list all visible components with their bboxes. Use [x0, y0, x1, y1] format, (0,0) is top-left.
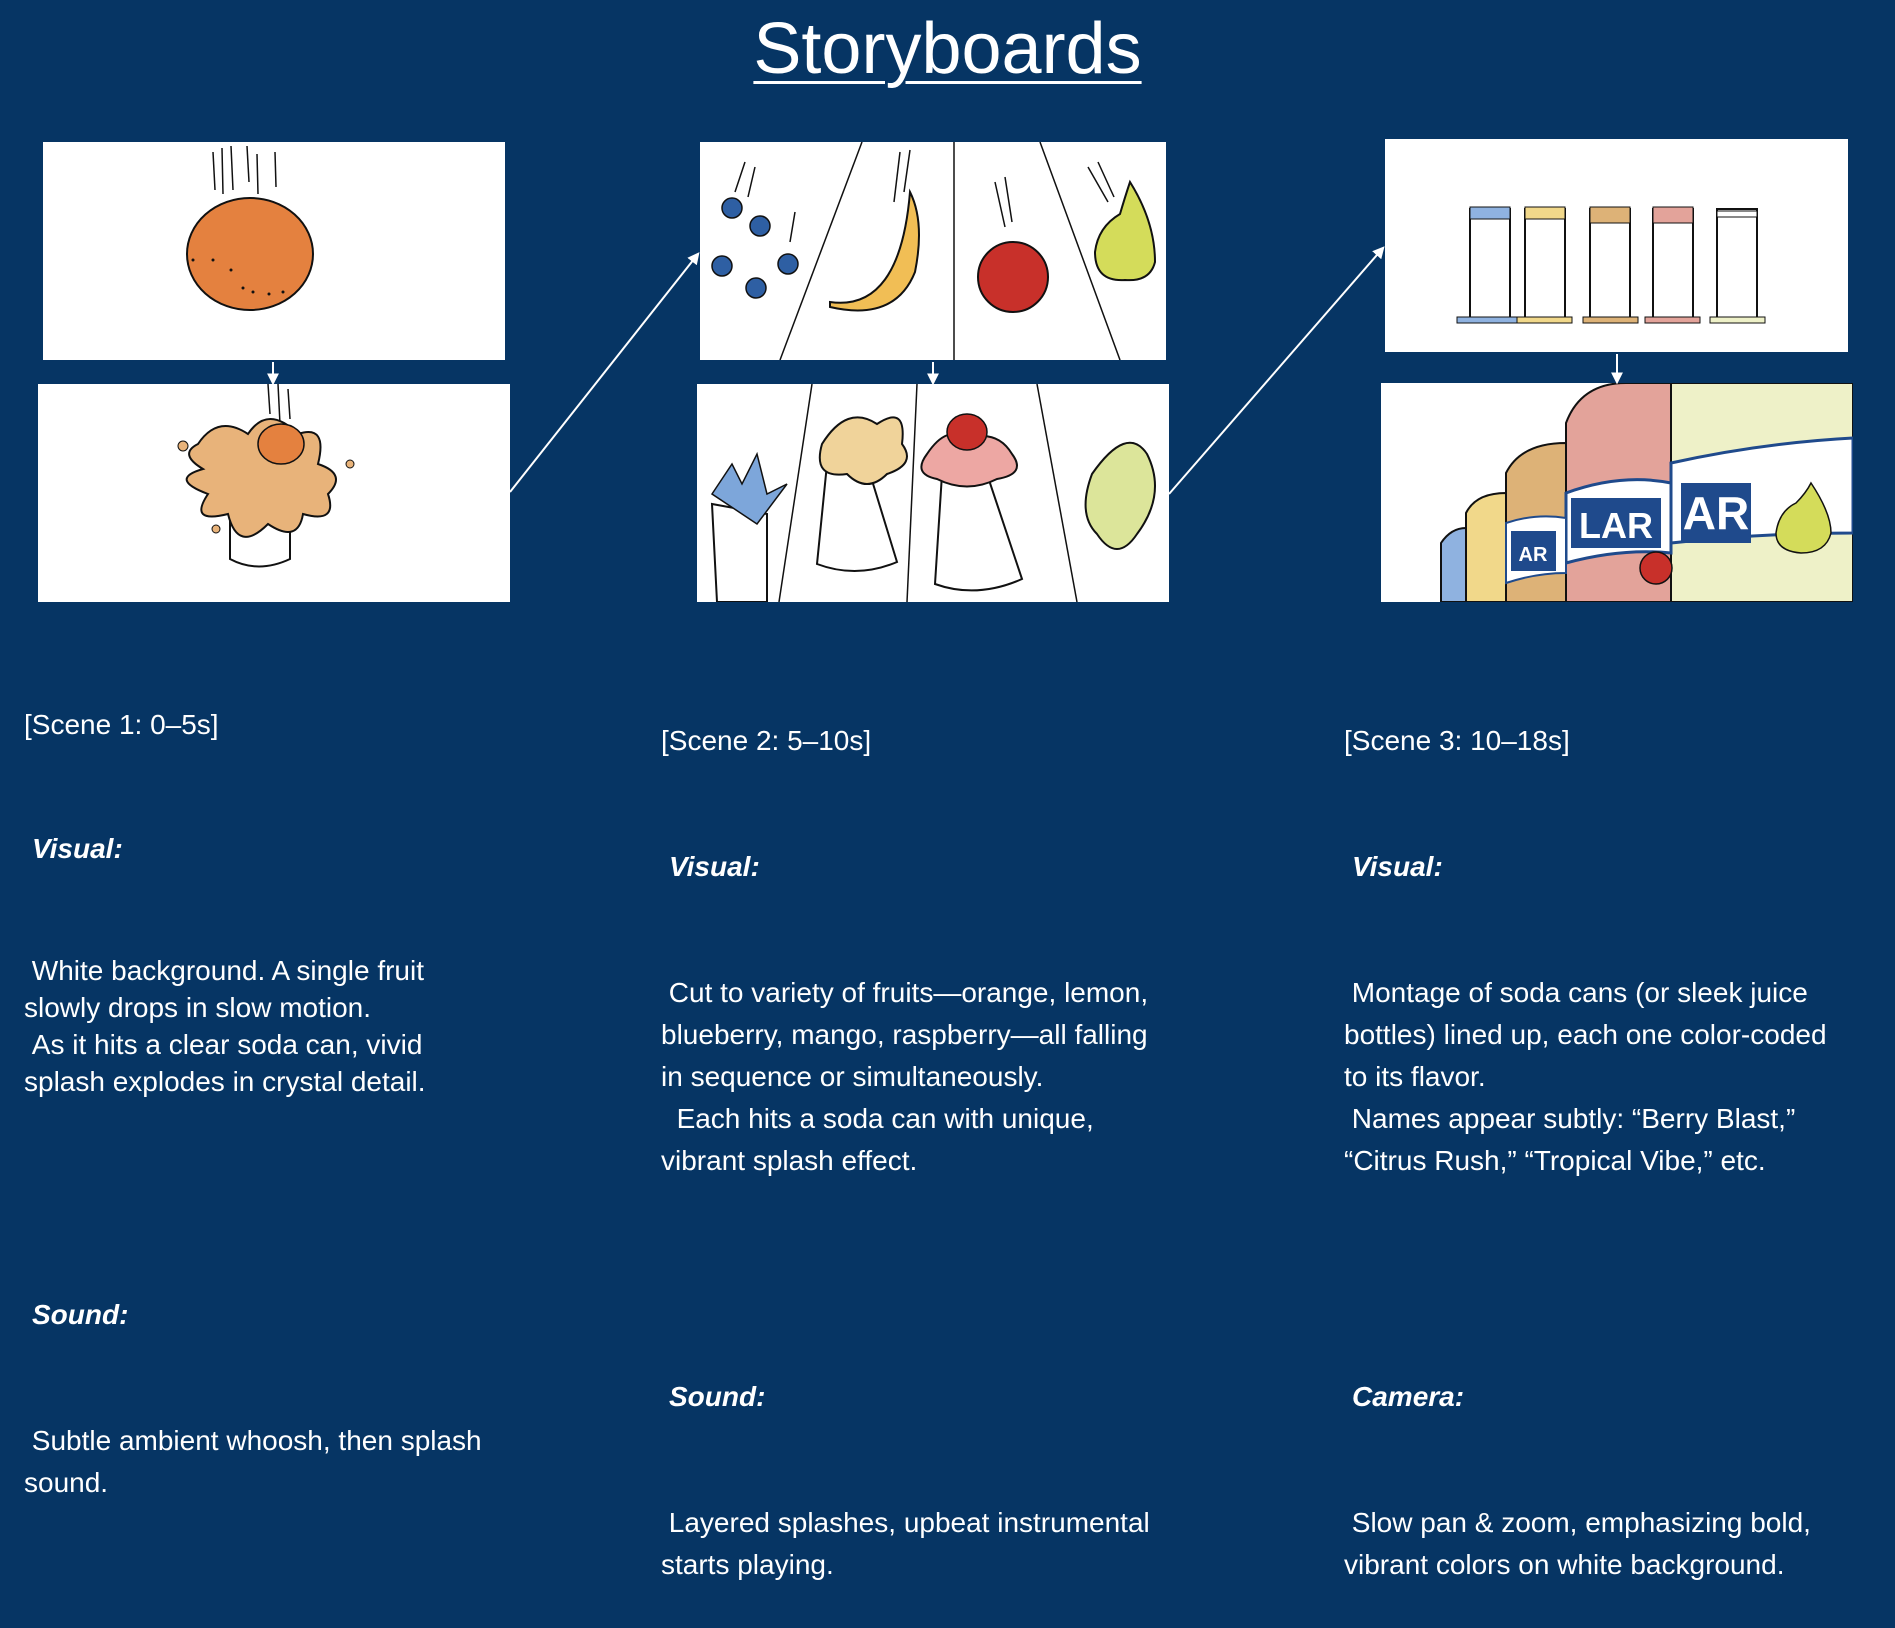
scene3-frame-bottom: AR LAR AR [1381, 383, 1853, 602]
page-title: Storyboards [753, 9, 1142, 89]
falling-fruits-illustration [711, 142, 1157, 360]
scene3-camera-label: Camera: [1352, 1381, 1465, 1412]
scene1-description: [Scene 1: 0–5s] Visual: White background… [24, 620, 584, 1546]
arrow-scene1-to-scene2 [509, 252, 700, 493]
can-label-mid: LAR [1579, 505, 1653, 546]
orange-fruit [186, 197, 314, 311]
arrow-scene2-to-scene3 [1168, 246, 1385, 495]
scene1-visual-text: White background. A single fruit slowly … [24, 955, 426, 1097]
scene1-visual-label: Visual: [32, 833, 123, 864]
can-label-small: AR [1519, 544, 1548, 566]
scene2-frame-bottom [697, 384, 1169, 602]
lined-up-cans-illustration [1456, 206, 1766, 324]
scene3-visual-text: Montage of soda cans (or sleek juice bot… [1344, 977, 1827, 1176]
can-label-large: AR [1683, 487, 1749, 539]
scene2-visual-label: Visual: [669, 851, 760, 882]
scene2-heading: [Scene 2: 5–10s] [661, 725, 872, 756]
scene2-sound-text: Layered splashes, upbeat instrumental st… [661, 1507, 1150, 1580]
scene2-visual-text: Cut to variety of fruits—orange, lemon, … [661, 977, 1149, 1176]
scene2-sound-label: Sound: [669, 1381, 766, 1412]
scene1-sound-label: Sound: [32, 1299, 129, 1330]
scene3-heading: [Scene 3: 10–18s] [1344, 725, 1570, 756]
scene2-description: [Scene 2: 5–10s] Visual: Cut to variety … [661, 636, 1221, 1628]
scene2-frame-top [700, 142, 1166, 360]
fruit-splash-cans-illustration [710, 384, 1156, 602]
splash-can-illustration [177, 384, 355, 568]
scene3-description: [Scene 3: 10–18s] Visual: Montage of sod… [1344, 636, 1889, 1628]
scene1-sound-text: Subtle ambient whoosh, then splash sound… [24, 1425, 482, 1498]
orange-fall-illustration [186, 145, 314, 311]
scene1-frame-top [43, 142, 505, 360]
scene3-frame-top [1385, 139, 1848, 352]
scene3-visual-label: Visual: [1352, 851, 1443, 882]
scene3-camera-text: Slow pan & zoom, emphasizing bold, vibra… [1344, 1507, 1811, 1580]
scene1-heading: [Scene 1: 0–5s] [24, 709, 219, 740]
can-montage-illustration: AR LAR AR [1440, 383, 1853, 602]
scene1-frame-bottom [38, 384, 510, 602]
